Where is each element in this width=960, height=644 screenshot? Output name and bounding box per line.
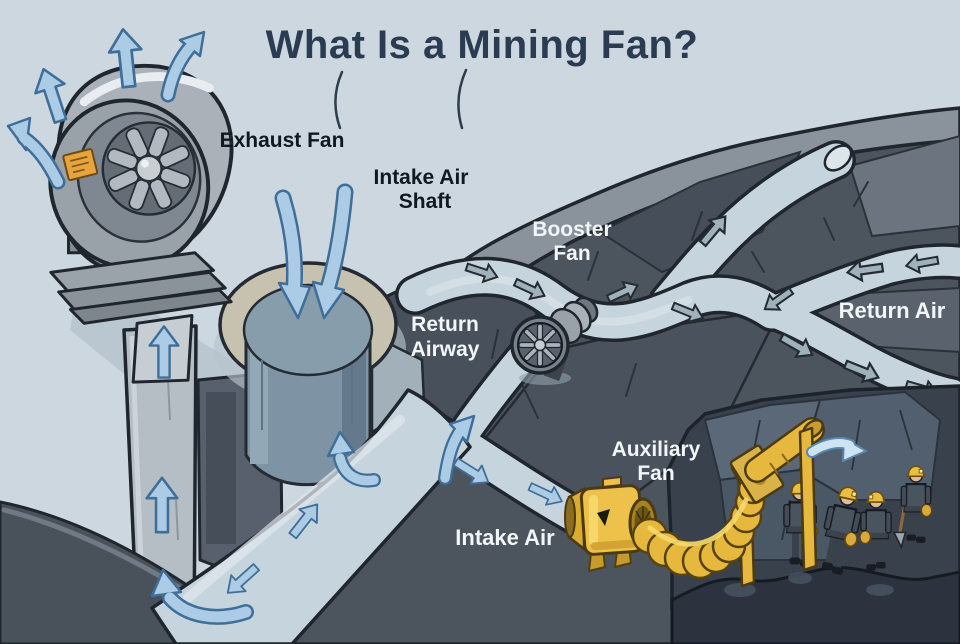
upcast-tunnel [648,140,856,322]
svg-text:Shaft: Shaft [399,190,452,213]
svg-text:Booster: Booster [532,218,611,241]
junction-curve-arrow [438,414,476,485]
rock-facet [848,134,960,238]
auxiliary-fan-assembly [564,417,825,588]
svg-text:Fan: Fan [553,242,590,265]
exhaust-air-arrows [6,26,206,190]
label-intake-air: Intake Air [455,525,555,550]
booster-fan-unit [510,296,599,385]
miners [782,465,933,579]
exhaust-fan-unit [48,63,234,384]
motion-lines [334,68,468,130]
label-return-air: Return Air [839,298,946,323]
shaft-opening [242,283,374,377]
rock-cracks [491,181,869,419]
miner-4 [892,465,933,550]
svg-text:Fan: Fan [637,462,674,485]
face-air-swoosh [806,436,869,463]
svg-text:Auxiliary: Auxiliary [612,438,701,461]
page-title: What Is a Mining Fan? [266,23,699,67]
svg-text:Return: Return [411,313,479,336]
label-auxiliary-fan: Auxiliary Fan [612,438,701,485]
hook-arrow-exhaust-base [150,568,254,625]
airflow-arrows-blue [6,26,869,625]
warning-plate [62,148,99,182]
label-intake-air-shaft: Intake Air Shaft [374,166,469,213]
hook-arrow-shaft-base [326,430,381,488]
svg-text:Intake Air: Intake Air [374,166,469,189]
svg-text:Airway: Airway [411,338,480,361]
timber-post-right [798,426,818,572]
label-booster-fan: Booster Fan [532,218,611,265]
label-return-airway: Return Airway [411,313,480,361]
intake-shaft-arrows [274,183,354,320]
label-exhaust-fan: Exhaust Fan [220,129,345,152]
warning-triangle-icon [597,509,610,526]
